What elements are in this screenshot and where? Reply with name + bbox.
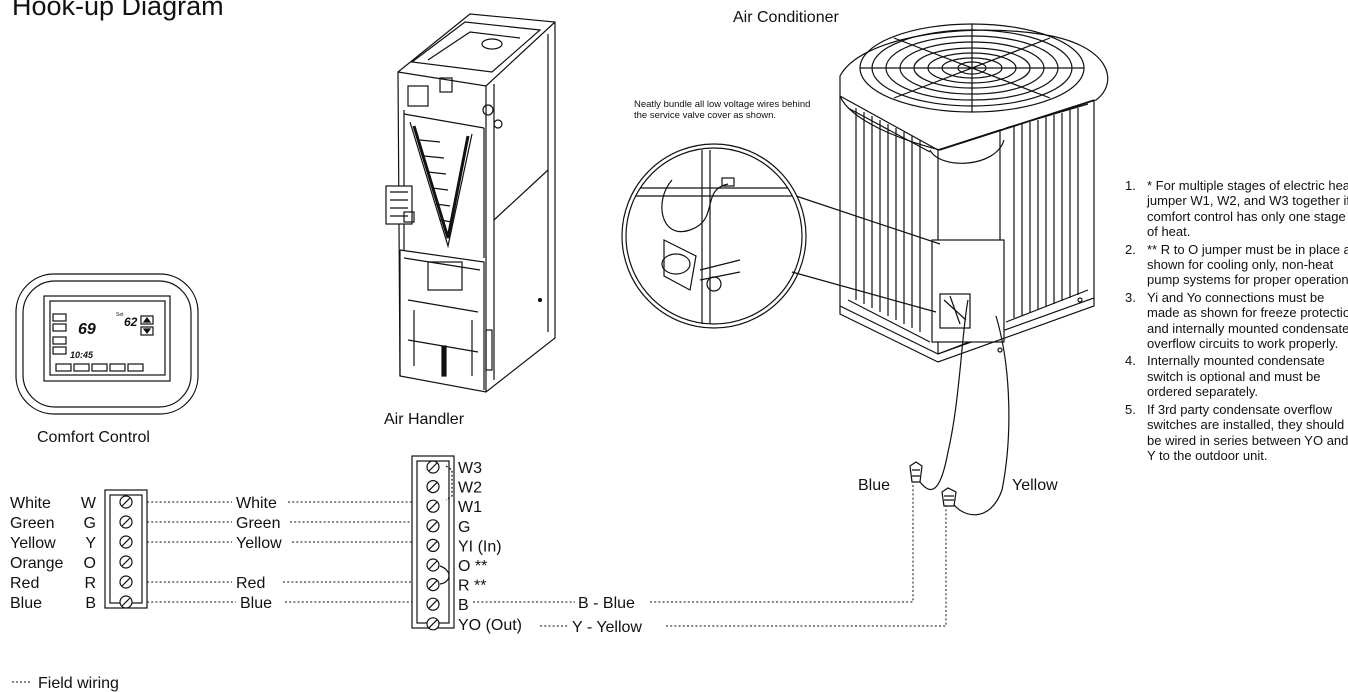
control-terminal-letter: O <box>84 555 96 572</box>
thermostat-time: 10:45 <box>70 350 94 360</box>
field-wiring-legend: Field wiring <box>38 675 119 692</box>
handler-terminal-label: YI (In) <box>458 538 502 555</box>
service-valve-detail <box>621 143 941 329</box>
air-conditioner-label: Air Conditioner <box>733 9 839 26</box>
terminal-screw-icon <box>426 577 440 592</box>
terminal-screw-icon <box>119 535 133 549</box>
terminal-screw-icon <box>119 515 133 529</box>
terminal-screw-icon <box>426 480 440 494</box>
outdoor-blue-label: Blue <box>858 477 891 494</box>
terminal-screw-icon <box>119 575 133 589</box>
control-wire-color-label: Orange <box>10 555 63 572</box>
air-handler-label: Air Handler <box>384 411 465 428</box>
field-wire-blue: Blue <box>240 595 272 612</box>
handler-terminal-label: W3 <box>458 460 482 477</box>
handler-terminal-label: YO (Out) <box>458 617 522 634</box>
field-wire-green: Green <box>236 515 280 532</box>
thermostat-set-label: Set <box>116 312 124 318</box>
terminal-screw-icon <box>426 558 440 572</box>
control-terminal-letter: W <box>81 495 97 512</box>
note-item: If 3rd party condensate overflow switche… <box>1125 401 1348 463</box>
terminal-screw-icon <box>426 538 440 553</box>
control-wire-color-label: Blue <box>10 595 42 612</box>
field-wire-white: White <box>236 495 277 512</box>
outdoor-wire-y-yellow: Y - Yellow <box>572 619 642 636</box>
control-terminal-letter: Y <box>85 535 96 552</box>
terminal-screw-icon <box>426 617 440 631</box>
control-wire-color-label: Red <box>10 575 39 592</box>
control-terminal-letter: R <box>84 575 96 592</box>
comfort-control-illustration <box>15 273 199 415</box>
control-terminal-letter: B <box>85 595 96 612</box>
terminal-screw-icon <box>426 460 440 474</box>
air-handler-illustration <box>385 13 556 393</box>
control-terminal-letter: G <box>84 515 96 532</box>
terminal-screw-icon <box>119 555 133 569</box>
handler-terminal-label: R ** <box>458 578 486 595</box>
handler-terminal-block <box>411 455 455 631</box>
thermostat-setpoint: 62 <box>124 315 138 329</box>
page-title: Hook-up Diagram <box>12 0 224 21</box>
installation-notes: * For multiple stages of electric heat, … <box>1125 178 1348 465</box>
control-wire-color-label: Green <box>10 515 54 532</box>
handler-terminal-label: O ** <box>458 558 487 575</box>
handler-terminal-label: W2 <box>458 480 482 497</box>
field-wire-red: Red <box>236 575 265 592</box>
terminal-screw-icon <box>119 595 133 609</box>
outdoor-wire-run <box>909 299 1010 516</box>
field-wire-yellow: Yellow <box>236 535 282 552</box>
control-wire-color-label: White <box>10 495 51 512</box>
control-wire-color-label: Yellow <box>10 535 56 552</box>
air-conditioner-illustration <box>839 23 1109 363</box>
handler-terminal-label: B <box>458 597 469 614</box>
control-terminal-block <box>104 489 148 609</box>
terminal-screw-icon <box>426 519 440 533</box>
comfort-control-label: Comfort Control <box>37 429 150 446</box>
terminal-screw-icon <box>426 499 440 513</box>
note-item: ** R to O jumper must be in place as sho… <box>1125 241 1348 288</box>
note-item: Internally mounted condensate switch is … <box>1125 353 1325 400</box>
thermostat-temp: 69 <box>78 321 96 338</box>
field-wiring <box>147 484 947 627</box>
note-item: * For multiple stages of electric heat, … <box>1125 178 1348 240</box>
bundle-wires-callout: Neatly bundle all low voltage wires behi… <box>634 99 811 121</box>
terminal-screw-icon <box>426 597 440 611</box>
outdoor-yellow-label: Yellow <box>1012 477 1058 494</box>
terminal-screw-icon <box>119 495 133 509</box>
outdoor-wire-b-blue: B - Blue <box>578 595 635 612</box>
handler-terminal-label: W1 <box>458 499 482 516</box>
note-item: Yi and Yo connections must be made as sh… <box>1125 289 1348 352</box>
handler-terminal-label: G <box>458 519 470 536</box>
